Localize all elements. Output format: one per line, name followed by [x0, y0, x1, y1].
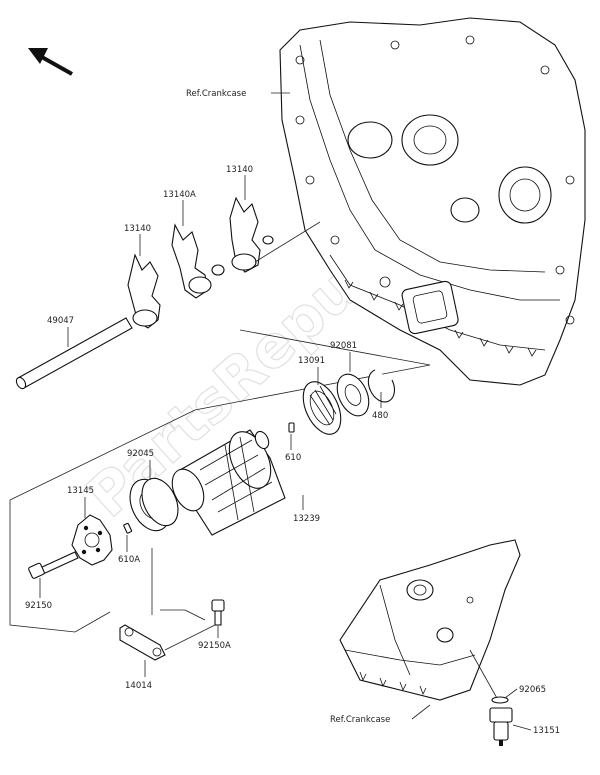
label-13140A: 13140A	[163, 190, 196, 200]
label-610: 610	[285, 453, 301, 463]
label-92045: 92045	[127, 449, 154, 459]
label-13140-left: 13140	[124, 224, 151, 234]
switch-install-line	[469, 649, 499, 701]
label-49047: 49047	[47, 316, 74, 326]
label-92081: 92081	[330, 341, 357, 351]
label-92150A: 92150A	[198, 641, 231, 651]
label-ref-crankcase-bottom: Ref.Crankcase	[330, 715, 390, 725]
front-direction-arrow-icon	[28, 48, 73, 76]
pin-610A	[123, 522, 133, 534]
label-610A: 610A	[118, 555, 140, 565]
shift-drum-cam-13145	[71, 514, 113, 566]
pin-610	[288, 422, 295, 433]
label-13140-right: 13140	[226, 165, 253, 175]
o-ring-92065	[491, 696, 509, 704]
shift-drum-assembly-outline	[9, 329, 431, 633]
label-13239: 13239	[293, 514, 320, 524]
shift-fork-13140-left	[127, 253, 161, 329]
label-13145: 13145	[67, 486, 94, 496]
crankcase-upper-drawing	[279, 17, 586, 386]
bearing-92045	[129, 477, 179, 532]
label-14014: 14014	[125, 681, 152, 691]
label-13151: 13151	[533, 726, 560, 736]
label-ref-crankcase-top: Ref.Crankcase	[186, 89, 246, 99]
fork-guide-line	[254, 221, 321, 263]
stopper-lever-14014	[119, 624, 166, 661]
label-92150: 92150	[25, 601, 52, 611]
needle-bearing-13091	[302, 381, 342, 435]
bolt-92150A	[211, 599, 225, 626]
crankcase-bolt-holes	[295, 35, 575, 325]
label-480: 480	[372, 411, 388, 421]
shift-fork-13140-right	[229, 196, 274, 273]
crankcase-lower-drawing	[339, 539, 521, 701]
shift-drum-13239	[171, 429, 286, 536]
circlip-480	[367, 369, 396, 403]
neutral-switch-13151	[489, 707, 513, 746]
washer-92081	[336, 373, 370, 417]
label-92065: 92065	[519, 685, 546, 695]
label-13091: 13091	[298, 356, 325, 366]
bolt-92150	[28, 551, 79, 579]
shift-fork-13140A	[171, 223, 225, 299]
fork-shaft-49047	[15, 317, 133, 390]
